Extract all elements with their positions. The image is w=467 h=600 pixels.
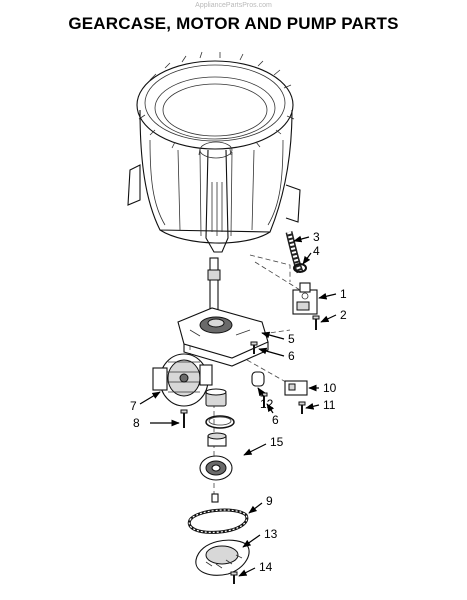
motor-bolt — [180, 409, 188, 428]
callout-8: 8 — [133, 416, 140, 430]
pump-screw — [312, 315, 320, 330]
leader-7 — [139, 391, 161, 405]
watermark: AppliancePartsPros.com — [195, 2, 272, 9]
leader-6a — [258, 347, 285, 357]
leader-9 — [248, 502, 263, 514]
cover-screw — [230, 571, 238, 584]
callout-7: 7 — [130, 399, 137, 413]
shift-actuator — [284, 380, 308, 396]
callout-1: 1 — [340, 287, 347, 301]
leader-14 — [238, 567, 256, 577]
callout-5: 5 — [288, 332, 295, 346]
actuator-screw — [298, 401, 306, 414]
leader-11 — [305, 403, 320, 410]
callout-10: 10 — [323, 381, 337, 395]
callout-3: 3 — [313, 230, 320, 244]
leader-4 — [302, 252, 312, 265]
callout-13: 13 — [264, 527, 278, 541]
page-title: GEARCASE, MOTOR AND PUMP PARTS — [68, 14, 399, 33]
leader-12 — [257, 387, 265, 398]
hose-clamp — [293, 263, 307, 273]
leader-2 — [320, 314, 337, 323]
callout-2: 2 — [340, 308, 347, 322]
shifter-coupler — [251, 371, 265, 387]
callout-4: 4 — [313, 244, 320, 258]
leader-13 — [242, 534, 261, 548]
callout-6b: 6 — [272, 413, 279, 427]
gearcase-screw — [250, 341, 258, 354]
drive-belt — [187, 508, 249, 534]
leader-3 — [293, 235, 310, 243]
callout-15: 15 — [270, 435, 284, 449]
clutch-kit — [199, 388, 235, 503]
callout-12: 12 — [260, 397, 274, 411]
gearcase — [177, 257, 269, 367]
callout-6a: 6 — [288, 349, 295, 363]
leader-6b — [266, 403, 274, 414]
drive-motor — [152, 353, 213, 407]
callout-9: 9 — [266, 494, 273, 508]
washer-tub — [127, 51, 301, 253]
drain-hose — [285, 231, 304, 274]
leader-1 — [318, 292, 337, 300]
callout-11: 11 — [323, 398, 336, 412]
leader-15 — [243, 443, 267, 456]
callout-14: 14 — [259, 560, 273, 574]
drain-pump — [292, 282, 318, 315]
leader-5 — [261, 331, 285, 340]
pulley-cover — [195, 539, 250, 576]
